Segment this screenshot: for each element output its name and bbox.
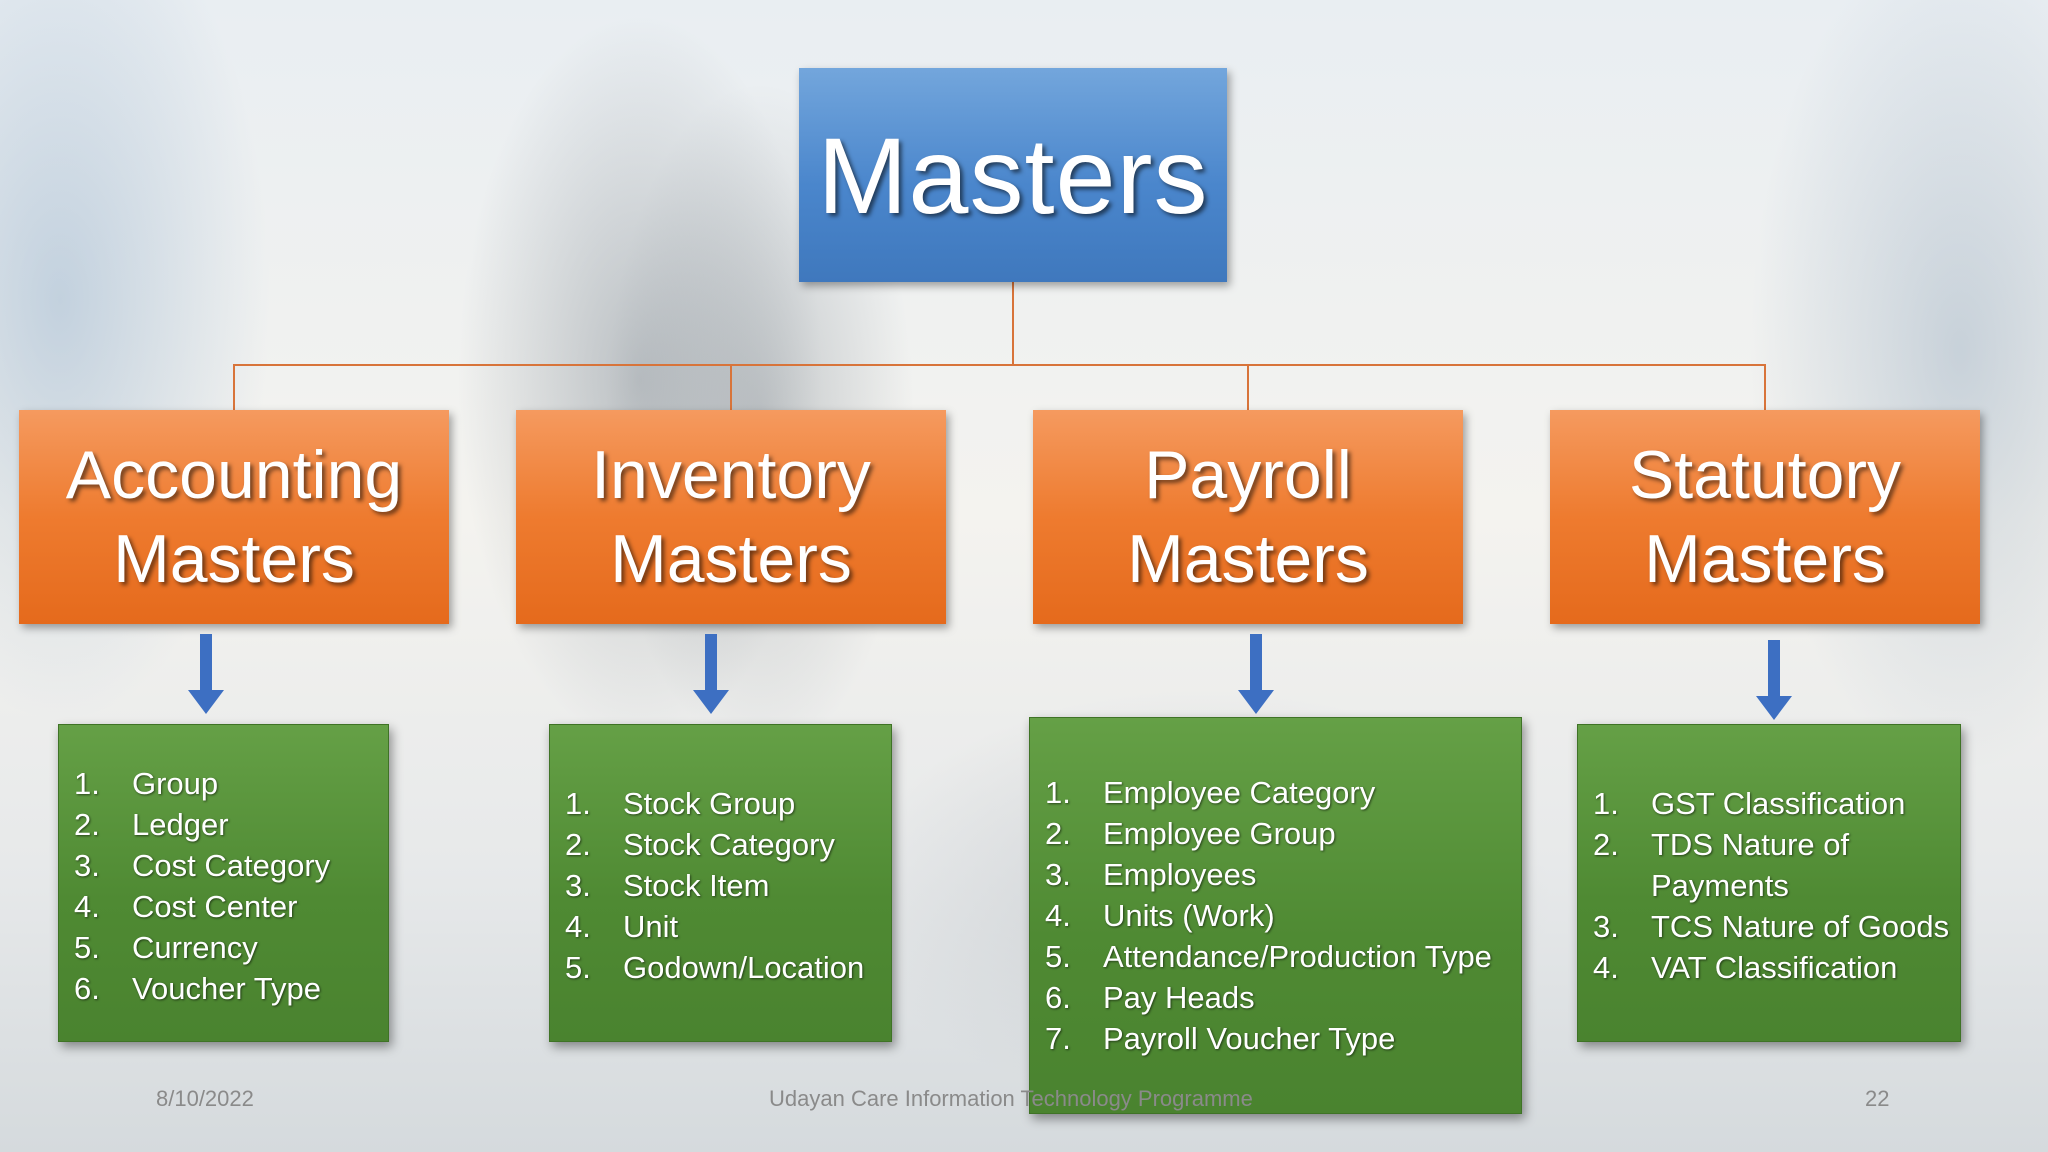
inventory-masters-list: 1.Stock Group 2.Stock Category 3.Stock I… [549,724,892,1042]
masters-title: Masters [817,114,1209,236]
list-item: 5.Attendance/Production Type [1045,939,1492,974]
list-item: 3.Employees [1045,857,1257,892]
list-item: 5.Currency [74,930,258,965]
list-item: 6.Voucher Type [74,971,322,1006]
inventory-masters-box: Inventory Masters [516,410,946,624]
category-label-line1: Payroll [1144,437,1352,513]
masters-title-box: Masters [799,68,1227,282]
category-label-line2: Masters [113,521,355,597]
category-label-line2: Masters [610,521,852,597]
list-item: 6.Pay Heads [1045,980,1255,1015]
connector-statutory [1764,364,1766,410]
category-label-line2: Masters [1644,521,1886,597]
connector-vertical-main [1012,282,1014,365]
list-item: 2.TDS Nature of Payments [1593,827,1850,903]
down-arrow-icon [188,634,224,714]
accounting-masters-list: 1.Group 2.Ledger 3.Cost Category 4.Cost … [58,724,389,1042]
list-item: 3.TCS Nature of Goods [1593,909,1950,944]
down-arrow-icon [693,634,729,714]
list-item: 2.Employee Group [1045,816,1336,851]
connector-inventory [730,364,732,410]
list-item: 2.Stock Category [565,827,835,862]
category-label-line1: Statutory [1628,437,1902,513]
statutory-masters-list: 1.GST Classification 2.TDS Nature of Pay… [1577,724,1961,1042]
list-item: 1.Employee Category [1045,775,1376,810]
list-item: 3.Cost Category [74,848,331,883]
list-item: 4.VAT Classification [1593,950,1898,985]
category-label-line1: Inventory [591,437,871,513]
footer-organization: Udayan Care Information Technology Progr… [769,1086,1253,1111]
list-item: 1.GST Classification [1593,786,1906,821]
statutory-masters-box: Statutory Masters [1550,410,1980,624]
footer-date: 8/10/2022 [156,1086,254,1111]
down-arrow-icon [1756,640,1792,720]
connector-horizontal [233,364,1766,366]
list-item: 3.Stock Item [565,868,770,903]
footer-page-number: 22 [1865,1086,1890,1111]
list-item: 4.Unit [565,909,679,944]
payroll-masters-box: Payroll Masters [1033,410,1463,624]
list-item: 4.Units (Work) [1045,898,1275,933]
list-item: 1.Stock Group [565,786,796,821]
category-label-line1: Accounting [65,437,403,513]
connector-payroll [1247,364,1249,410]
accounting-masters-box: Accounting Masters [19,410,449,624]
list-item: 4.Cost Center [74,889,298,924]
payroll-masters-list: 1.Employee Category 2.Employee Group 3.E… [1029,717,1522,1114]
list-item: 1.Group [74,766,219,801]
connector-accounting [233,364,235,410]
category-label-line2: Masters [1127,521,1369,597]
list-item: 7.Payroll Voucher Type [1045,1021,1396,1056]
down-arrow-icon [1238,634,1274,714]
list-item: 2.Ledger [74,807,229,842]
list-item: 5.Godown/Location [565,950,865,985]
